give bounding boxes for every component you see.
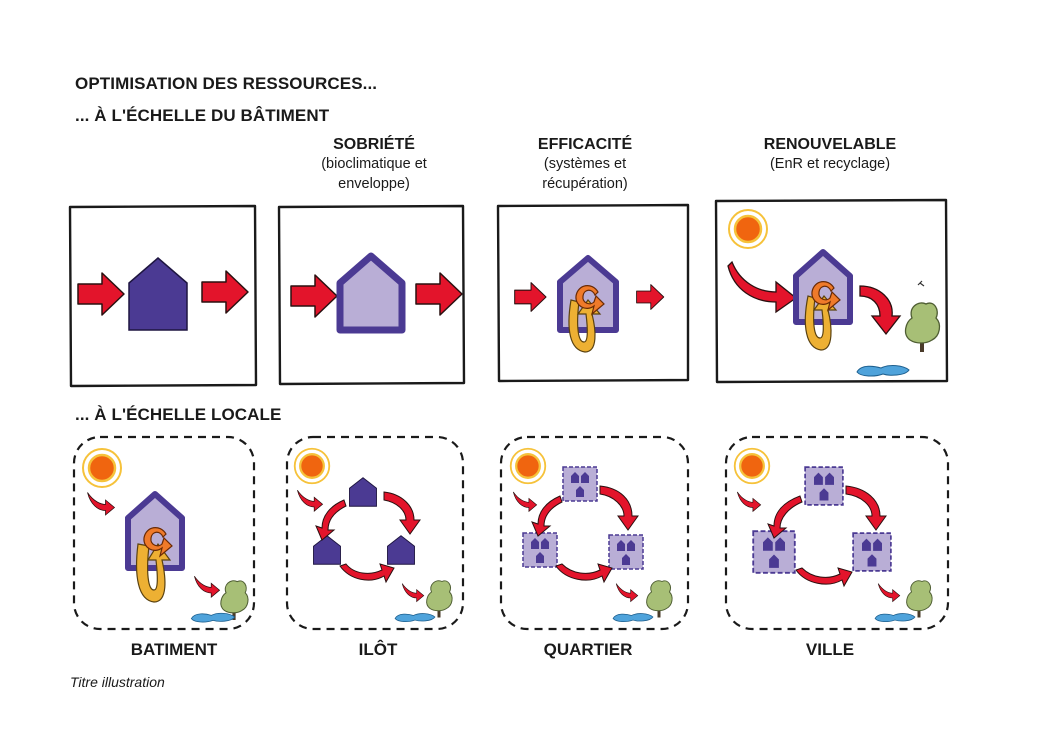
column-subtitle: (systèmes et	[543, 156, 627, 172]
column-subtitle: récupération)	[542, 176, 628, 192]
tree-icon	[904, 302, 941, 353]
column-subtitle: enveloppe)	[338, 176, 410, 192]
frame-ville	[724, 435, 950, 631]
sun-icon	[81, 447, 123, 489]
house-icon	[387, 535, 415, 565]
exchange-arrow	[339, 563, 395, 584]
column-heading-efficacite: EFFICACITÉ (systèmes et récupération)	[485, 136, 685, 194]
building-block-icon	[804, 466, 844, 506]
column-title: SOBRIÉTÉ	[333, 136, 415, 153]
frame-quartier	[499, 435, 690, 631]
recycle-arrow-icon	[811, 281, 841, 312]
section1-title: ... À L'ÉCHELLE DU BÂTIMENT	[75, 106, 330, 125]
water-icon	[874, 613, 916, 623]
sun-icon	[733, 447, 771, 485]
water-icon	[856, 364, 910, 377]
bee-icon	[917, 280, 925, 287]
solar-gain-arrow	[736, 491, 762, 512]
house-icon	[349, 477, 377, 507]
frame-sobriete	[277, 204, 466, 386]
recovery-loop-icon	[135, 542, 172, 603]
solar-gain-arrow	[512, 491, 538, 512]
tree-icon	[426, 580, 453, 618]
frame-efficacite	[496, 203, 690, 383]
column-subtitle: (EnR et recyclage)	[769, 156, 891, 172]
house-icon	[313, 535, 341, 565]
main-title: OPTIMISATION DES RESSOURCES...	[75, 74, 378, 93]
heat-arrow-out	[201, 270, 249, 314]
exchange-arrow	[531, 495, 563, 537]
column-heading-sobriete: SOBRIÉTÉ (bioclimatique et enveloppe)	[274, 136, 474, 194]
heat-arrow-in	[77, 272, 125, 316]
water-icon	[612, 613, 654, 623]
column-heading-renouvelable: RENOUVELABLE (EnR et recyclage)	[730, 136, 930, 174]
exchange-arrow	[795, 567, 853, 588]
section2-title: ... À L'ÉCHELLE LOCALE	[75, 405, 282, 424]
sun-icon	[727, 208, 769, 250]
building-block-icon	[522, 532, 558, 568]
building-block-icon	[852, 532, 892, 572]
column-title: RENOUVELABLE	[763, 136, 897, 153]
frame-ilot	[285, 435, 465, 631]
recycling-arrow	[859, 285, 902, 336]
recycling-arrow	[877, 583, 901, 602]
sun-icon	[293, 447, 331, 485]
exchange-arrow	[315, 499, 347, 541]
solar-gain-arrow	[727, 260, 798, 314]
tree-icon	[646, 580, 673, 618]
recycle-arrow-icon	[575, 285, 605, 316]
exchange-arrow	[383, 491, 421, 535]
frame-reference	[68, 204, 258, 388]
scale-label-batiment: BATIMENT	[130, 640, 218, 659]
insulated-house-icon	[336, 252, 406, 334]
heat-arrow-out	[415, 272, 463, 316]
solar-gain-arrow	[296, 489, 324, 512]
scale-label-ville: VILLE	[805, 640, 855, 659]
scale-label-quartier: QUARTIER	[543, 640, 633, 659]
exchange-arrow	[767, 495, 803, 539]
column-title: EFFICACITÉ	[537, 136, 633, 153]
sun-icon	[509, 447, 547, 485]
exchange-arrow	[555, 563, 613, 584]
illustration-caption: Titre illustration	[70, 674, 165, 690]
recycling-arrow	[401, 583, 425, 602]
frame-renouvelable	[714, 198, 949, 384]
recycle-arrow-icon	[143, 527, 173, 558]
scale-label-ilot: ILÔT	[358, 640, 398, 659]
heat-arrow-out	[635, 283, 665, 311]
building-block-icon	[562, 466, 598, 502]
water-icon	[394, 613, 436, 623]
recycling-arrow	[615, 583, 639, 602]
exchange-arrow	[845, 485, 887, 531]
column-subtitle: (bioclimatique et	[321, 156, 427, 172]
tree-icon	[906, 580, 933, 618]
house-icon	[128, 257, 188, 331]
solar-gain-arrow	[87, 492, 115, 516]
heat-arrow-in	[513, 281, 547, 313]
exchange-arrow	[599, 485, 639, 531]
building-block-icon	[608, 534, 644, 570]
heat-arrow-in	[290, 274, 338, 318]
recycling-arrow	[194, 575, 220, 598]
frame-batiment	[72, 435, 256, 631]
water-icon	[190, 612, 236, 623]
